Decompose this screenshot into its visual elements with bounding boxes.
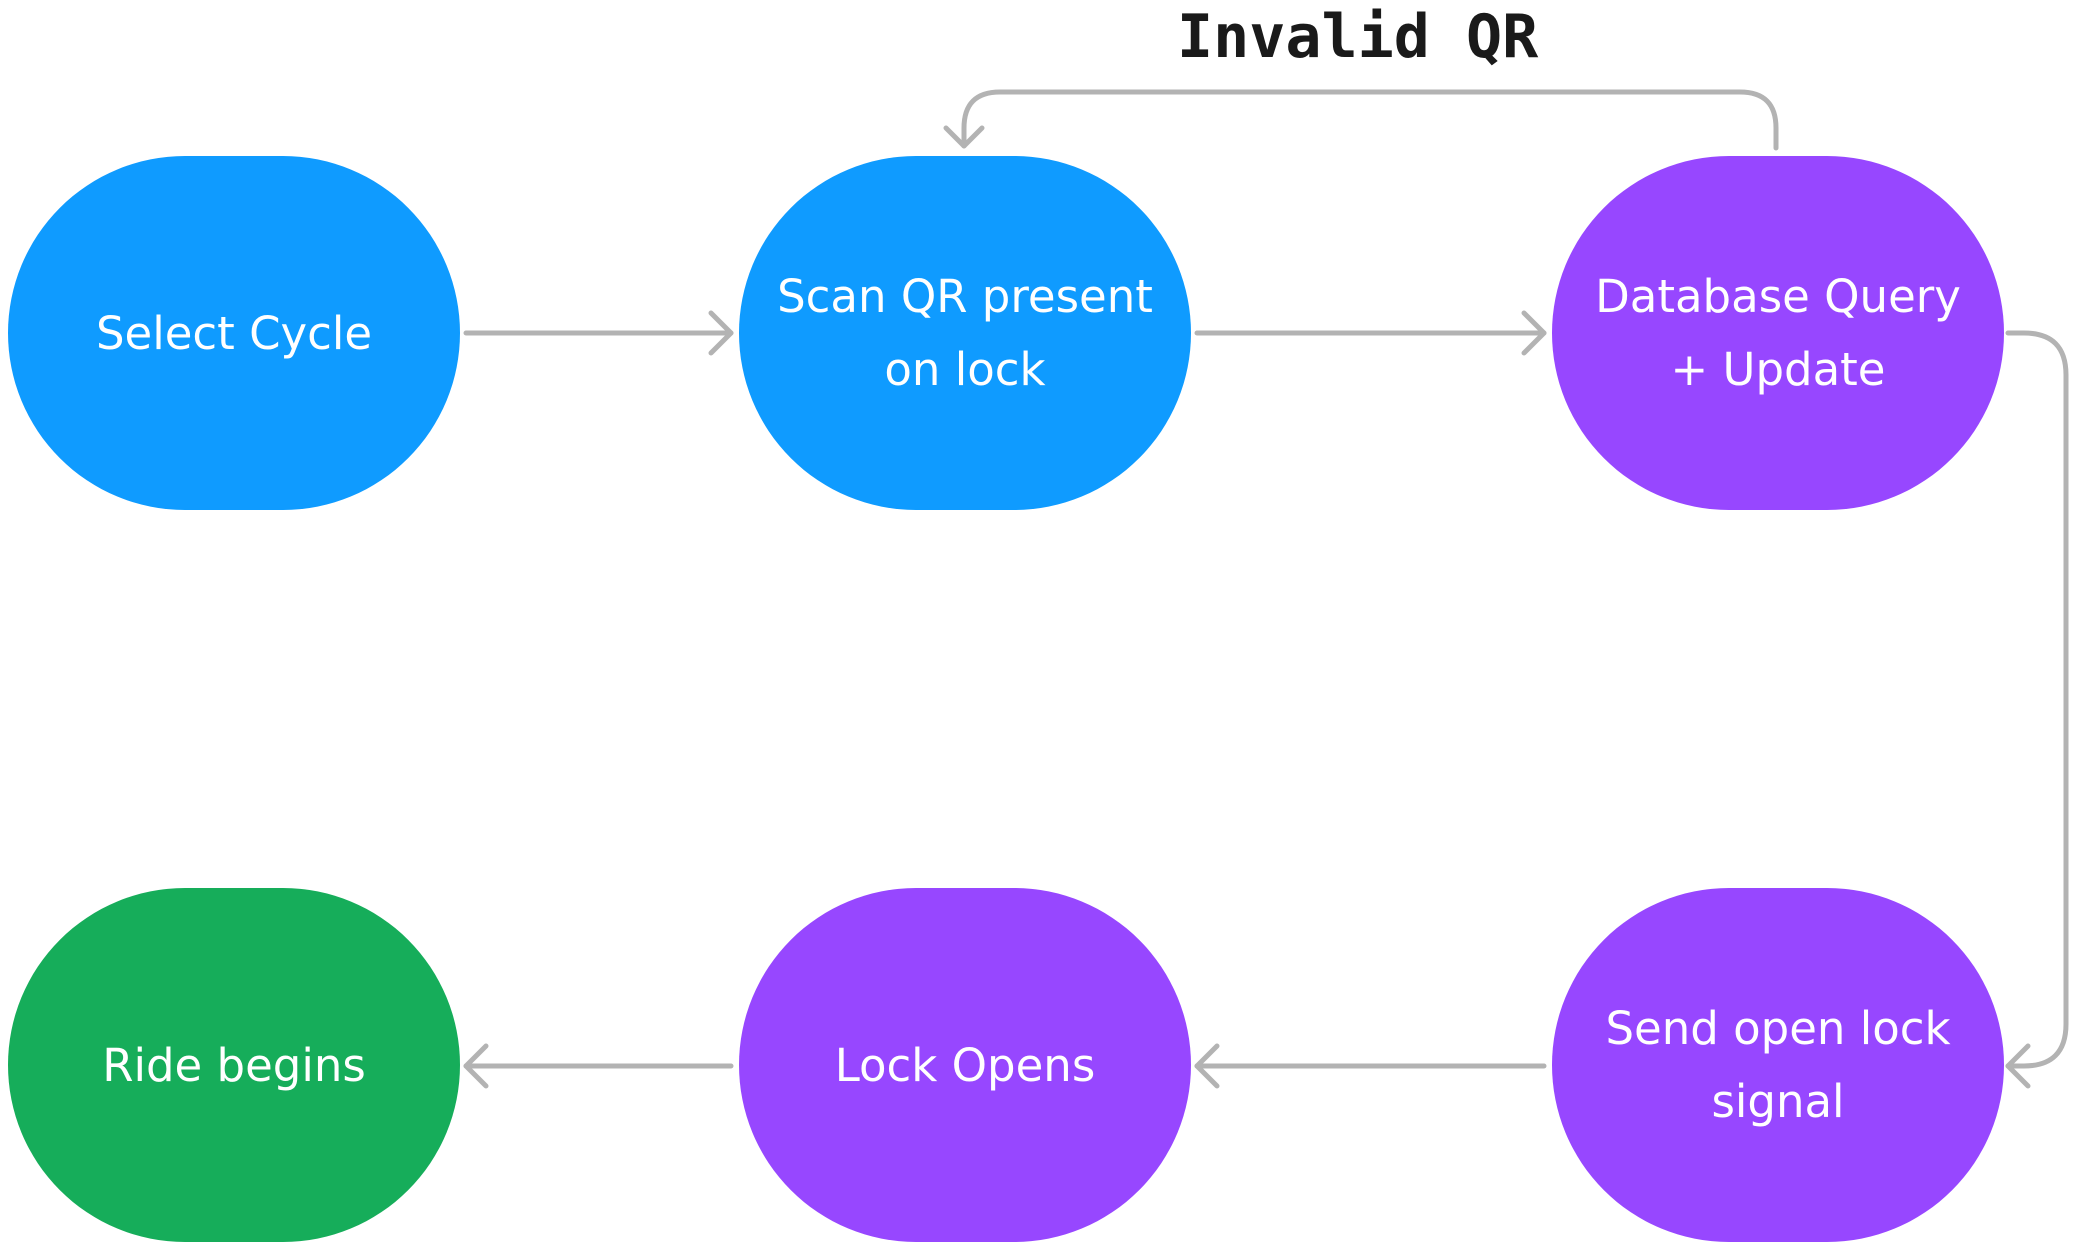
node-scan-qr[interactable]: Scan QR present on lock: [739, 156, 1191, 510]
node-select-cycle-label: Select Cycle: [95, 306, 373, 360]
edge-database-query-to-send-signal: [2005, 330, 2069, 1089]
edge-send-signal-to-lock-opens: [1194, 1043, 1547, 1089]
node-send-open-lock-signal-label: Send open lock signal: [1605, 1002, 1951, 1128]
invalid-qr-label: Invalid QR: [1177, 2, 1539, 72]
node-database-query-label: Database Query + Update: [1595, 270, 1961, 396]
node-ride-begins[interactable]: Ride begins: [8, 888, 460, 1242]
edge-select-cycle-to-scan-qr: [463, 310, 734, 356]
edge-scan-qr-to-database-query: [1194, 310, 1547, 356]
node-send-open-lock-signal[interactable]: Send open lock signal: [1552, 888, 2004, 1242]
node-ride-begins-label: Ride begins: [102, 1038, 366, 1092]
node-scan-qr-label: Scan QR present on lock: [777, 270, 1153, 396]
node-select-cycle[interactable]: Select Cycle: [8, 156, 460, 510]
edge-lock-opens-to-ride-begins: [463, 1043, 734, 1089]
node-database-query[interactable]: Database Query + Update: [1552, 156, 2004, 510]
node-lock-opens-label: Lock Opens: [834, 1038, 1096, 1092]
node-lock-opens[interactable]: Lock Opens: [739, 888, 1191, 1242]
edge-invalid-qr-loop: [943, 89, 1779, 151]
